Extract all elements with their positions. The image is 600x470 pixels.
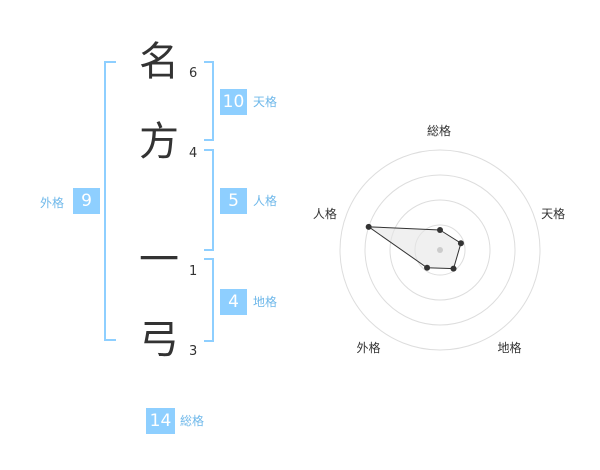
stroke-count-3: 1 (189, 264, 198, 279)
radar-point (437, 227, 443, 233)
jinkaku-bracket (204, 149, 214, 251)
jinkaku-value: 5 (220, 188, 247, 214)
gaikaku-label: 外格 (40, 196, 65, 210)
name-char-3: 一 (139, 237, 179, 283)
radar-axis-label: 人格 (312, 206, 337, 221)
radar-axis-label: 地格 (497, 341, 522, 356)
radar-axis-label: 天格 (541, 206, 566, 221)
chikaku-value: 4 (220, 289, 247, 315)
tenkaku-bracket (204, 61, 214, 141)
name-char-1: 名 (139, 39, 179, 85)
tenkaku-value: 10 (220, 89, 247, 115)
radar-axis-label: 外格 (356, 341, 381, 356)
radar-ring (339, 149, 541, 351)
radar-point (424, 264, 431, 271)
radar-chart (339, 149, 541, 351)
tenkaku-label: 天格 (253, 95, 278, 109)
soukaku-label: 総格 (180, 414, 205, 428)
radar-point (457, 240, 464, 247)
chikaku-label: 地格 (253, 295, 278, 309)
name-char-2: 方 (139, 119, 179, 165)
stroke-count-2: 4 (189, 146, 198, 161)
gaikaku-value: 9 (73, 188, 100, 214)
radar-shape (366, 226, 462, 270)
radar-ring (389, 199, 491, 301)
jinkaku-label: 人格 (253, 194, 278, 208)
radar-point (450, 265, 457, 272)
radar-center-dot (437, 247, 443, 253)
gaikaku-bracket (104, 61, 116, 341)
soukaku-value: 14 (146, 408, 175, 434)
radar-ring (364, 174, 516, 326)
name-char-4: 弓 (139, 317, 179, 363)
stroke-count-1: 6 (189, 66, 198, 81)
stroke-count-4: 3 (189, 344, 198, 359)
chikaku-bracket (204, 258, 214, 342)
radar-point (365, 223, 372, 230)
radar-axis-label: 総格 (427, 124, 452, 138)
